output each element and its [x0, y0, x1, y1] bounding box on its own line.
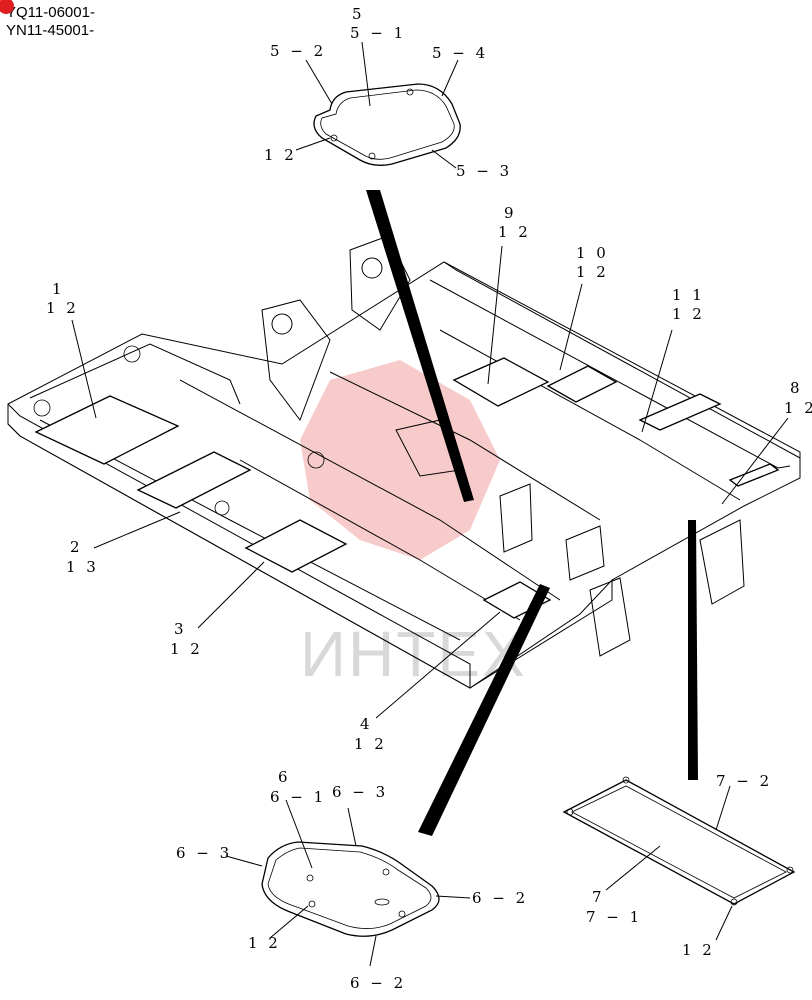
callout-6-3-left: 6 − 3: [176, 844, 232, 862]
callout-11-12: 1 2: [672, 305, 705, 323]
cover-7-part: [562, 776, 796, 906]
callout-7-12: 1 2: [682, 941, 715, 959]
serial-number-1: YQ11-06001-: [6, 4, 95, 21]
callout-6-1: 6 − 1: [270, 788, 326, 806]
watermark-logo-icon: [300, 360, 500, 560]
callout-5-2: 5 − 2: [270, 42, 326, 60]
callout-5: 5: [352, 5, 365, 23]
cover-6-part: [261, 841, 440, 937]
leader-sash-5: [366, 190, 474, 502]
callout-3-12: 1 2: [170, 640, 203, 658]
callout-2-13: 1 3: [66, 558, 99, 576]
callout-5-3: 5 − 3: [456, 162, 512, 180]
corner-badge-icon: [0, 0, 14, 14]
callout-7-1: 7 − 1: [586, 908, 642, 926]
callout-9-12: 1 2: [498, 223, 531, 241]
callout-6-3-top: 6 − 3: [332, 783, 388, 801]
leader-sash-7: [688, 520, 698, 780]
callout-10-12: 1 2: [576, 263, 609, 281]
callout-5-12: 1 2: [264, 146, 297, 164]
cover-5-part: [313, 83, 461, 166]
watermark-text: ИНТЕХ: [300, 618, 527, 690]
leader-sash-6: [418, 584, 550, 836]
callout-4: 4: [360, 715, 373, 733]
callout-11: 1 1: [672, 286, 705, 304]
callout-8: 8: [790, 379, 803, 397]
callout-6-2-right: 6 − 2: [472, 889, 528, 907]
callout-7: 7: [592, 888, 605, 906]
callout-3: 3: [174, 620, 187, 638]
serial-number-2: YN11-45001-: [6, 22, 95, 39]
callout-6-2-bottom: 6 − 2: [350, 974, 406, 992]
callout-2: 2: [70, 538, 83, 556]
leader-lines: [71, 41, 789, 967]
callout-10: 1 0: [576, 244, 609, 262]
callout-7-2: 7 − 2: [716, 772, 772, 790]
callout-6: 6: [278, 768, 291, 786]
callout-6-12: 1 2: [248, 934, 281, 952]
callout-labels: 5 5 − 1 5 − 2 5 − 4 1 2 5 − 3 9 1 2 1 0 …: [46, 5, 812, 992]
callout-9: 9: [504, 204, 517, 222]
callout-5-4: 5 − 4: [432, 44, 488, 62]
callout-1-12: 1 2: [46, 299, 79, 317]
callout-5-1: 5 − 1: [350, 24, 406, 42]
callout-1: 1: [52, 280, 65, 298]
callout-4-12: 1 2: [354, 735, 387, 753]
callout-8-12: 1 2: [784, 399, 812, 417]
upper-frame-drawing: [7, 235, 801, 689]
